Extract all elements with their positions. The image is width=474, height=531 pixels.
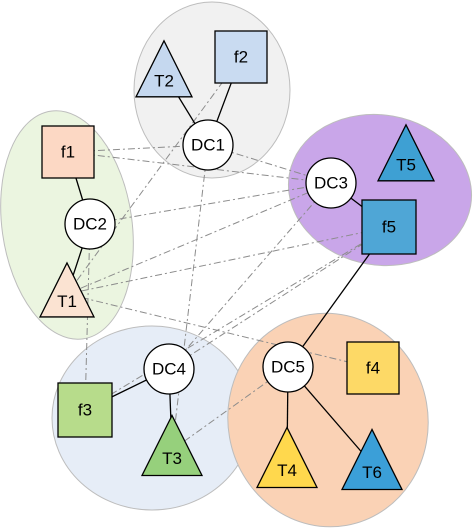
dashed-link-t3-dc1 bbox=[171, 144, 209, 451]
dashed-link-dc4-f5 bbox=[168, 226, 390, 370]
node-label: DC2 bbox=[73, 215, 107, 234]
dashed-link-dc2-dc3 bbox=[89, 182, 332, 225]
node-dc2: DC2 bbox=[64, 198, 116, 250]
datacenter-circle bbox=[305, 157, 357, 209]
terminal-triangle bbox=[134, 39, 194, 98]
dashed-link-dc4-dc3 bbox=[168, 182, 332, 370]
node-label: f4 bbox=[366, 359, 380, 378]
node-t6: T6 bbox=[340, 428, 404, 491]
node-label: DC3 bbox=[314, 174, 348, 193]
node-label: DC4 bbox=[152, 360, 186, 379]
node-label: T3 bbox=[162, 449, 182, 468]
function-square bbox=[41, 125, 95, 179]
node-dc4: DC4 bbox=[143, 343, 195, 395]
datacenter-circle bbox=[64, 198, 116, 250]
node-f1: f1 bbox=[41, 125, 95, 179]
region-g3 bbox=[287, 113, 473, 267]
dashed-link-t3-dc5 bbox=[171, 366, 289, 451]
node-label: f2 bbox=[234, 48, 248, 67]
node-label: T1 bbox=[57, 292, 77, 311]
node-label: T2 bbox=[154, 71, 174, 90]
dashed-link-t1-dc3 bbox=[66, 182, 332, 295]
node-f3: f3 bbox=[57, 382, 113, 438]
node-t2: T2 bbox=[134, 39, 194, 98]
node-t3: T3 bbox=[140, 414, 204, 477]
terminal-triangle bbox=[376, 123, 436, 182]
node-dc5: DC5 bbox=[262, 341, 314, 393]
datacenter-circle bbox=[143, 343, 195, 395]
node-label: DC1 bbox=[191, 136, 225, 155]
function-square bbox=[57, 382, 113, 438]
datacenter-circle bbox=[182, 119, 234, 171]
terminal-triangle bbox=[38, 261, 96, 318]
dashed-link-f2-t1 bbox=[66, 56, 242, 295]
terminal-triangle bbox=[255, 426, 319, 489]
function-square bbox=[361, 199, 417, 255]
node-label: T4 bbox=[277, 461, 297, 480]
node-label: f3 bbox=[78, 401, 92, 420]
dashed-link-f1-dc3 bbox=[67, 151, 332, 184]
function-square bbox=[214, 30, 268, 84]
node-label: T6 bbox=[362, 463, 382, 482]
node-label: f1 bbox=[61, 143, 75, 162]
node-f4: f4 bbox=[346, 341, 400, 395]
terminal-triangle bbox=[140, 414, 204, 477]
node-dc1: DC1 bbox=[182, 119, 234, 171]
dashed-link-t1-f5 bbox=[66, 226, 390, 295]
dashed-link-f3-f5 bbox=[84, 226, 390, 411]
node-t5: T5 bbox=[376, 123, 436, 182]
dashed-link-layer bbox=[66, 56, 390, 451]
node-label: DC5 bbox=[271, 358, 305, 377]
terminal-triangle bbox=[340, 428, 404, 491]
node-f2: f2 bbox=[214, 30, 268, 84]
node-label: T5 bbox=[396, 155, 416, 174]
function-square bbox=[346, 341, 400, 395]
node-t4: T4 bbox=[255, 426, 319, 489]
datacenter-circle bbox=[262, 341, 314, 393]
node-dc3: DC3 bbox=[305, 157, 357, 209]
node-label: f5 bbox=[382, 218, 396, 237]
node-f5: f5 bbox=[361, 199, 417, 255]
node-t1: T1 bbox=[38, 261, 96, 318]
